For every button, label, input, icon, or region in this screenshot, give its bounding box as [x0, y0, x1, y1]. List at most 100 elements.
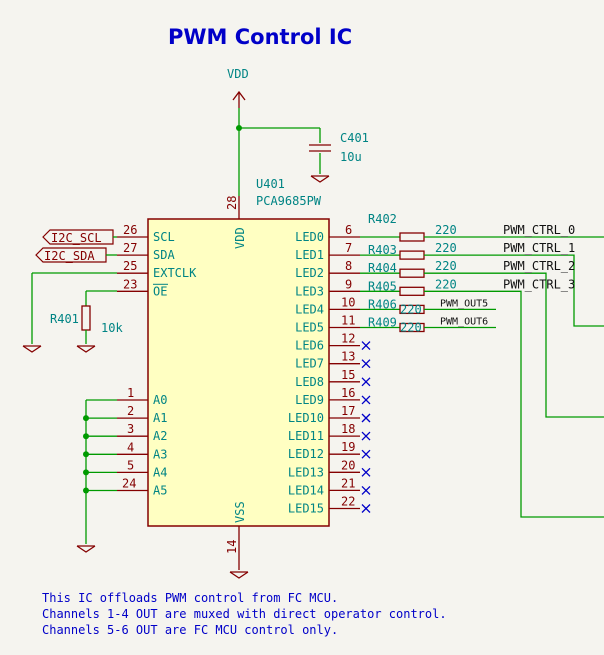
pin-name: EXTCLK [153, 266, 197, 280]
net-label: PWM_CTRL_2 [503, 259, 575, 273]
net-pwm-ctrl-2[interactable]: PWM_CTRL_2 [424, 259, 604, 418]
resistor-body [399, 268, 425, 278]
no-connect-icon [361, 449, 371, 459]
no-connect-icon [361, 485, 371, 495]
pin-name: A2 [153, 429, 167, 443]
pin-number: 22 [341, 495, 355, 509]
net-pwm-ctrl-3[interactable]: PWM_CTRL_3 [424, 277, 604, 518]
resistor-value: 220 [400, 302, 422, 316]
resistor-value: 220 [435, 223, 457, 237]
global-label-i2c-sda[interactable]: I2C_SDA [35, 247, 107, 263]
pin-number: 4 [127, 440, 134, 454]
c401-ref: C401 [340, 131, 369, 145]
pin-number: 11 [341, 314, 355, 328]
resistor-value: 220 [400, 321, 422, 335]
pin-name: LED4 [295, 302, 324, 316]
resistor-value: 220 [435, 259, 457, 273]
pin-number: 27 [123, 241, 137, 255]
note-line-1: This IC offloads PWM control from FC MCU… [42, 591, 338, 605]
net-label: PWM_CTRL_0 [503, 223, 575, 237]
resistor-r405[interactable]: R405 220 [360, 277, 457, 296]
pin-name: A1 [153, 411, 167, 425]
resistor-value: 220 [435, 277, 457, 291]
resistor-body [399, 232, 425, 242]
resistor-ref: R404 [368, 261, 397, 275]
ground-icon [229, 571, 249, 579]
net-pwm-out5[interactable]: PWM_OUT5 [424, 298, 496, 311]
net-pwm-out6[interactable]: PWM_OUT6 [424, 317, 496, 329]
note-line-2: Channels 1-4 OUT are muxed with direct o… [42, 607, 447, 621]
vdd-pin-name: VDD [233, 227, 247, 249]
resistor-r401[interactable]: R401 10k [50, 290, 123, 353]
capacitor-c401[interactable]: C401 10u [309, 128, 369, 183]
global-label-i2c-scl[interactable]: I2C_SCL [42, 229, 114, 245]
no-connect-icon [361, 467, 371, 477]
pin-number: 1 [127, 386, 134, 400]
pin-number: 25 [123, 259, 137, 273]
resistor-body [399, 286, 425, 296]
pin-name: A0 [153, 393, 167, 407]
net-pwm-ctrl-1[interactable]: PWM_CTRL_1 [424, 241, 604, 327]
vdd-power-symbol[interactable]: VDD [227, 67, 249, 108]
no-connect-icon [361, 341, 371, 351]
pin-number: 20 [341, 458, 355, 472]
r401-value: 10k [101, 321, 123, 335]
i2c-scl-text: I2C_SCL [51, 231, 102, 245]
ground-icon [310, 175, 330, 183]
pin-name: LED13 [288, 465, 324, 479]
pin-number: 23 [123, 277, 137, 291]
vss-pin-number: 14 [225, 540, 239, 554]
pin-name: LED11 [288, 429, 324, 443]
resistor-ref: R402 [368, 212, 397, 226]
sheet-title: PWM Control IC [168, 25, 352, 49]
ic-right-pins: 6LED07LED18LED29LED310LED411LED512LED613… [288, 223, 371, 516]
resistor-ref: R409 [368, 316, 397, 330]
no-connect-icon [361, 431, 371, 441]
pin-number: 5 [127, 458, 134, 472]
ic-u401[interactable]: U401 PCA9685PW 28 VDD 14 VSS [147, 177, 330, 579]
no-connect-icon [361, 395, 371, 405]
net-label: PWM_CTRL_3 [503, 277, 575, 291]
pin-number: 24 [122, 477, 136, 491]
resistor-r404[interactable]: R404 220 [360, 259, 457, 278]
pin-name: A4 [153, 465, 167, 479]
pin-number: 3 [127, 422, 134, 436]
pin-number: 9 [345, 277, 352, 291]
no-connect-icon [361, 377, 371, 387]
resistor-ref: R405 [368, 279, 397, 293]
no-connect-icon [361, 359, 371, 369]
pin-name: LED14 [288, 483, 324, 497]
net-pwm-ctrl-0[interactable]: PWM_CTRL_0 [424, 223, 604, 238]
pin-name: LED2 [295, 266, 324, 280]
pin-number: 2 [127, 404, 134, 418]
